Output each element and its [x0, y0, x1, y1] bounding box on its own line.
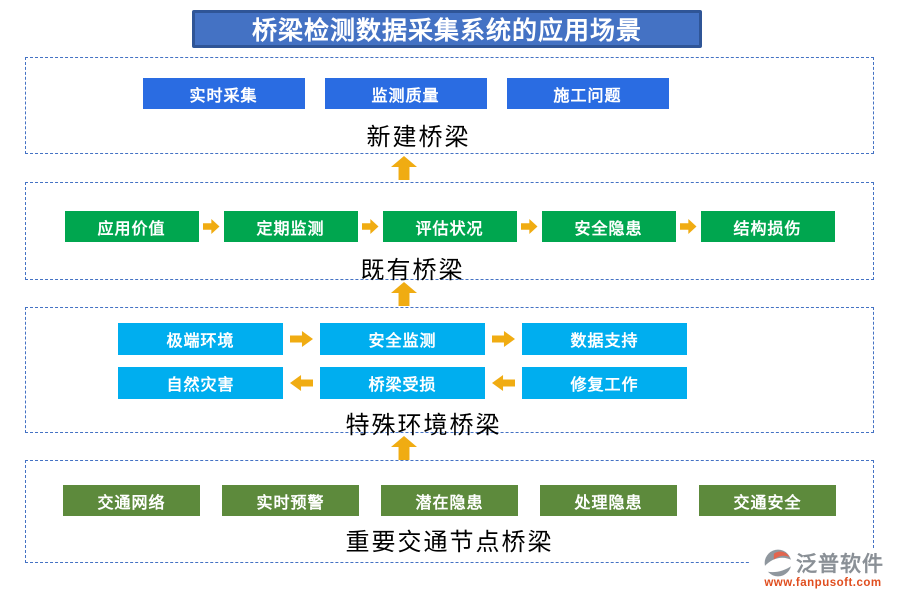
special-env-row-backward: 自然灾害 桥梁受损 修复工作	[118, 367, 687, 399]
right-arrow-icon	[492, 331, 515, 347]
node-data-support: 数据支持	[522, 323, 687, 355]
special-env-row-forward: 极端环境 安全监测 数据支持	[118, 323, 687, 355]
left-arrow-icon	[492, 375, 515, 391]
node-realtime-warning: 实时预警	[222, 485, 359, 516]
node-monitoring-quality: 监测质量	[324, 78, 487, 109]
section-existing-bridge: 应用价值 定期监测 评估状况 安全隐患 结构损伤 既有桥梁	[25, 182, 874, 284]
left-arrow-icon	[290, 375, 313, 391]
section-label-new-bridge: 新建桥梁	[366, 125, 471, 151]
diagram-title: 桥梁检测数据采集系统的应用场景	[192, 10, 702, 48]
fanpu-logo-icon	[762, 548, 794, 578]
right-arrow-icon	[202, 219, 220, 234]
node-safety-monitoring: 安全监测	[320, 323, 485, 355]
node-repair-work: 修复工作	[522, 367, 687, 399]
section-special-env-bridge: 极端环境 安全监测 数据支持 自然灾害 桥梁受损 修复工作 特殊环境桥梁	[25, 307, 874, 439]
node-condition-assessment: 评估状况	[382, 211, 517, 242]
node-traffic-safety: 交通安全	[699, 485, 836, 516]
node-safety-hazard: 安全隐患	[541, 211, 676, 242]
right-arrow-icon	[361, 219, 379, 234]
existing-bridge-node-row: 应用价值 定期监测 评估状况 安全隐患 结构损伤	[64, 211, 835, 242]
fanpu-logo-url: www.fanpusoft.com	[764, 577, 882, 589]
right-arrow-icon	[290, 331, 313, 347]
fanpu-logo: 泛普软件 www.fanpusoft.com	[750, 548, 896, 589]
node-application-value: 应用价值	[64, 211, 199, 242]
node-structural-damage: 结构损伤	[700, 211, 835, 242]
node-hazard-handling: 处理隐患	[540, 485, 677, 516]
new-bridge-node-row: 实时采集 监测质量 施工问题	[142, 78, 669, 109]
node-realtime-collection: 实时采集	[142, 78, 305, 109]
node-periodic-monitoring: 定期监测	[223, 211, 358, 242]
up-arrow-icon	[391, 156, 417, 180]
section-new-bridge: 实时采集 监测质量 施工问题 新建桥梁	[25, 57, 874, 154]
fanpu-logo-text: 泛普软件	[796, 553, 884, 576]
node-extreme-environment: 极端环境	[118, 323, 283, 355]
node-bridge-damaged: 桥梁受损	[320, 367, 485, 399]
node-potential-hazard: 潜在隐患	[381, 485, 518, 516]
node-traffic-network: 交通网络	[63, 485, 200, 516]
section-key-traffic-bridge: 交通网络 实时预警 潜在隐患 处理隐患 交通安全 重要交通节点桥梁	[25, 460, 874, 563]
section-label-existing-bridge: 既有桥梁	[360, 258, 465, 284]
node-construction-issues: 施工问题	[506, 78, 669, 109]
node-natural-disaster: 自然灾害	[118, 367, 283, 399]
key-traffic-node-row: 交通网络 实时预警 潜在隐患 处理隐患 交通安全	[63, 485, 836, 516]
section-label-key-traffic-bridge: 重要交通节点桥梁	[345, 530, 554, 556]
section-label-special-env-bridge: 特殊环境桥梁	[345, 413, 502, 439]
right-arrow-icon	[679, 219, 697, 234]
up-arrow-icon	[391, 282, 417, 306]
right-arrow-icon	[520, 219, 538, 234]
